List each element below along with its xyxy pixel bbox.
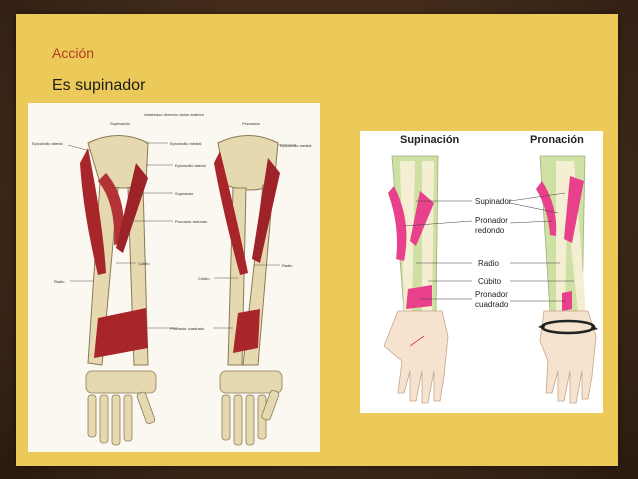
pronation-forearm <box>214 135 283 446</box>
label-pronador: Pronador <box>475 216 508 225</box>
label-pronador-redondo: Pronador redondo <box>175 219 208 224</box>
label-cubito: Cúbito <box>478 277 502 286</box>
label-radio: Radio <box>478 259 499 268</box>
supination-title: Supinación <box>400 134 460 146</box>
label-epicondilo-lateral-middle: Epicóndilo lateral <box>175 163 206 168</box>
label-pronador-cuadrado: Pronador cuadrado <box>170 326 205 331</box>
label-cubito-pronation: Cúbito <box>198 276 210 281</box>
illustration-title: Antebrazo derecho visión anterior <box>144 112 204 117</box>
label-supinador: Supinador <box>175 191 194 196</box>
label-radio-pronation: Radio <box>282 263 293 268</box>
supination-column-label: Supinación <box>110 121 130 126</box>
supination-forearm <box>80 135 157 446</box>
label-epicondilo-medial-left: Epicóndilo medial <box>170 141 201 146</box>
label-redondo: redondo <box>475 226 505 235</box>
label-cubito-supination: Cúbito <box>138 261 150 266</box>
slide-subheading: Es supinador <box>52 77 146 94</box>
label-epicondilo-lateral-left: Epicóndilo lateral <box>32 141 63 146</box>
forearm-anatomy-illustration: Antebrazo derecho visión anterior Supina… <box>28 103 320 452</box>
slide: Acción Es supinador Antebrazo derecho vi… <box>16 14 618 466</box>
label-pronador-2: Pronador <box>475 290 508 299</box>
slide-heading: Acción <box>52 45 95 61</box>
pronation-arm <box>536 155 598 404</box>
label-cuadrado: cuadrado <box>475 300 509 309</box>
supination-arm <box>383 155 449 404</box>
label-epicondilo-medial-right: Epicóndilo medial <box>280 143 311 148</box>
label-radio-supination: Radio <box>54 279 65 284</box>
label-supinador: Supinador <box>475 197 512 206</box>
pronation-column-label: Pronación <box>242 121 260 126</box>
supination-pronation-diagram: Supinación Pronación <box>360 131 603 413</box>
pronation-title: Pronación <box>530 134 584 146</box>
